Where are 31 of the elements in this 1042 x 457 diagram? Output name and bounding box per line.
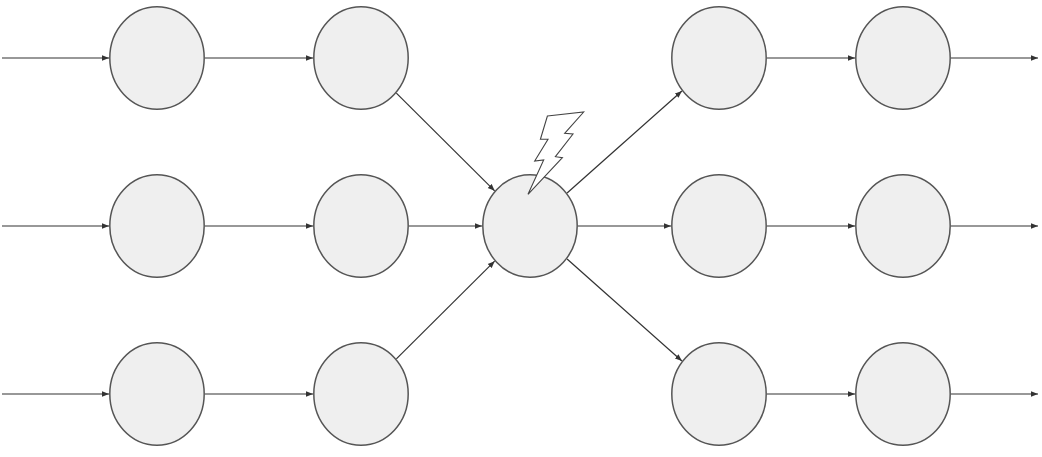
arrow [566,258,683,362]
arrow [577,223,672,229]
circle-node [109,342,205,446]
circle-node [313,174,409,278]
arrow [766,223,856,229]
arrow [204,223,314,229]
circle-node [671,174,767,278]
circle-node [109,6,205,110]
circle-node [313,342,409,446]
circle-node [482,174,578,278]
arrow [408,223,483,229]
circle-node [671,6,767,110]
arrow [1,223,110,229]
arrow [204,391,314,397]
arrow [950,223,1039,229]
arrow [395,92,496,192]
arrow [1,391,110,397]
circle-node [671,342,767,446]
arrow [395,260,496,360]
arrow [766,55,856,61]
circle-node [855,6,951,110]
arrow [950,391,1039,397]
circle-node [313,6,409,110]
circle-node [855,174,951,278]
arrow [766,391,856,397]
circle-node [855,342,951,446]
arrow [1,55,110,61]
circle-node [109,174,205,278]
arrow [566,90,683,194]
arrow [204,55,314,61]
arrow [950,55,1039,61]
